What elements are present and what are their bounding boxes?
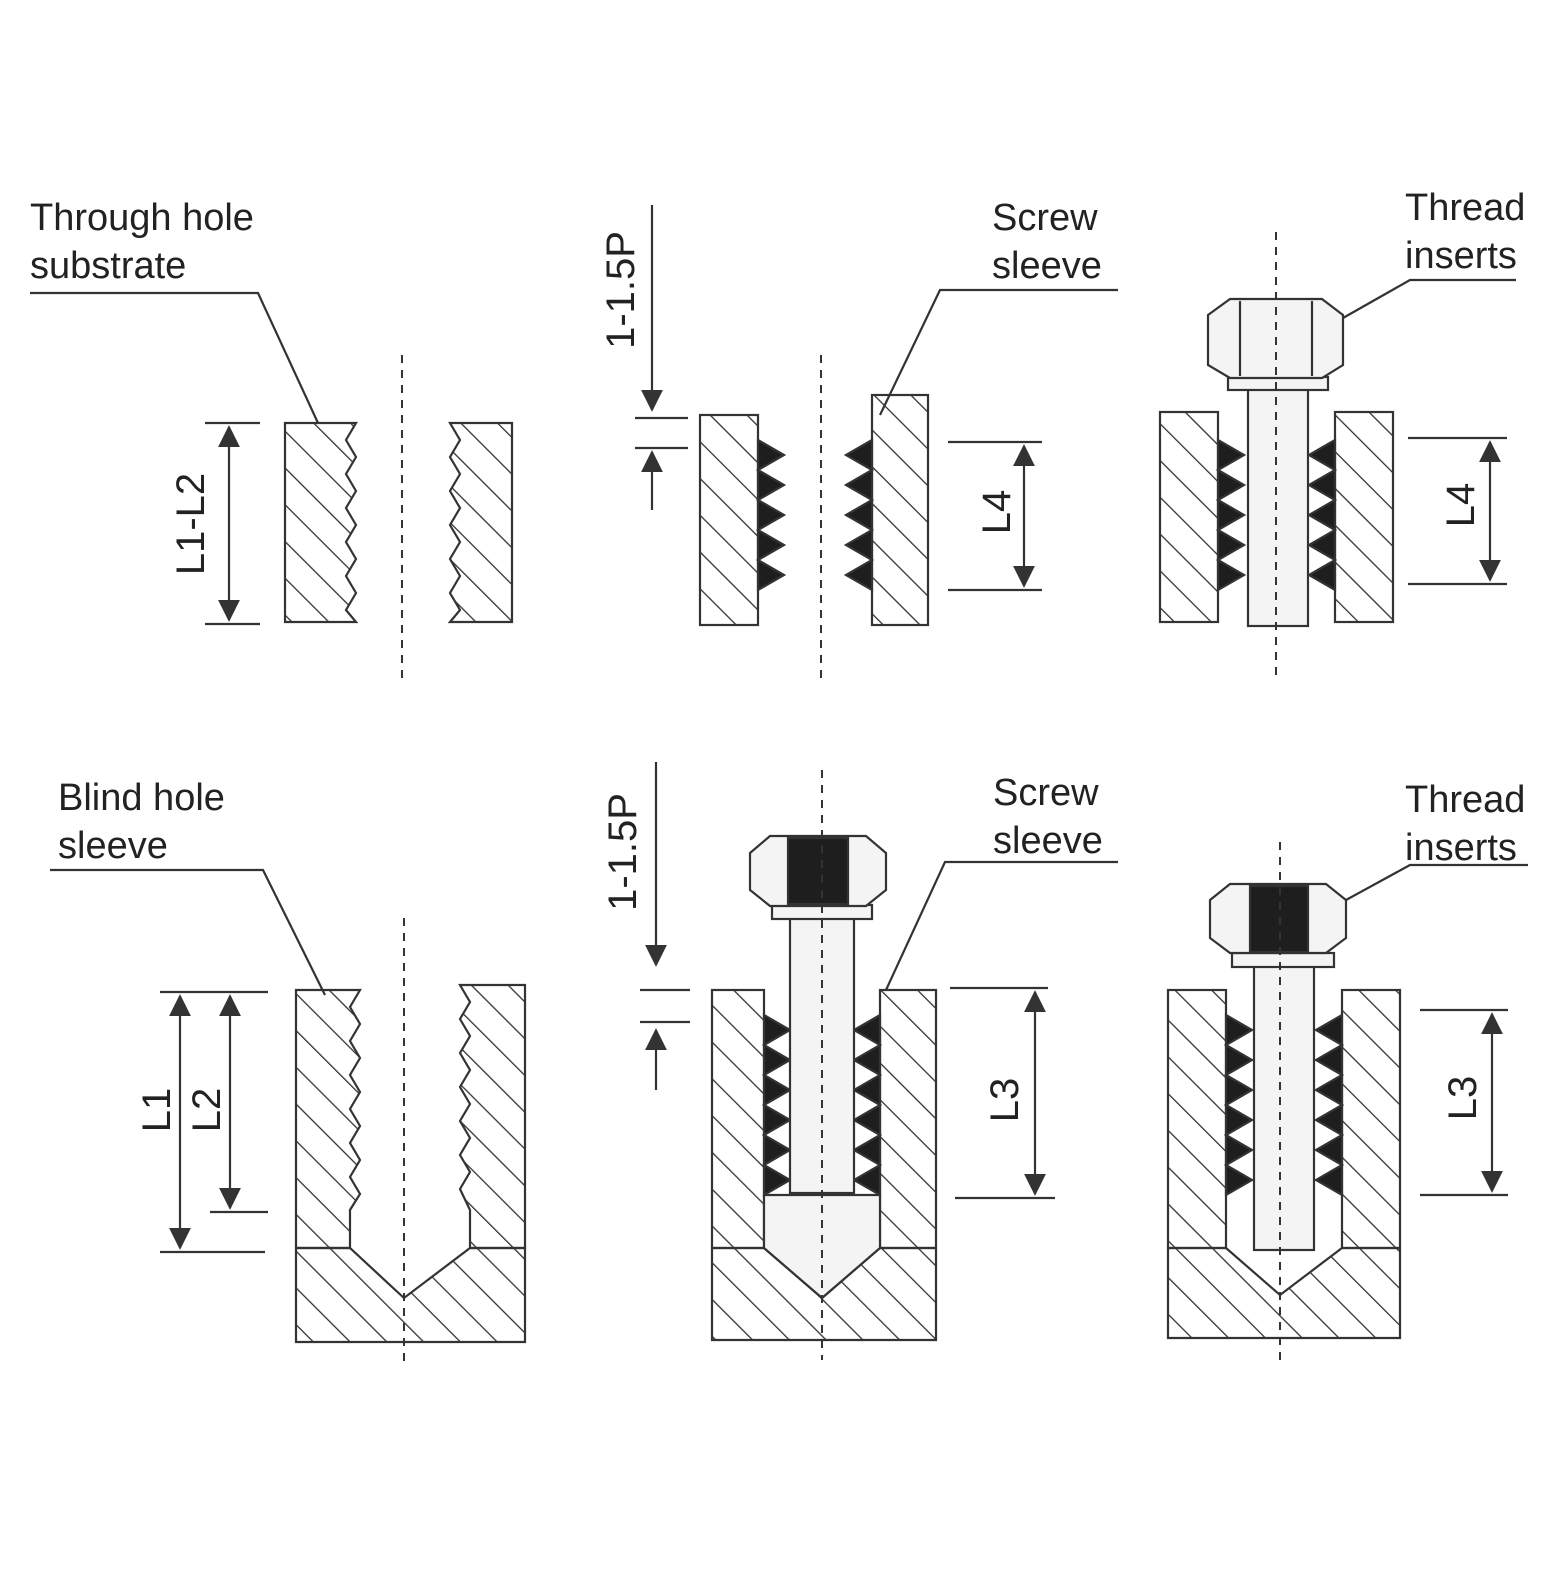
bottom-sleeve-left-wall — [710, 988, 766, 1250]
l1-l2-dimension-label: L1-L2 — [169, 473, 213, 575]
through-hole-label-line2: substrate — [30, 245, 186, 287]
blind-hole-panel — [50, 868, 527, 1362]
screw-sleeve-top-label-line2: sleeve — [992, 245, 1102, 287]
thread-inserts-top-panel — [1158, 232, 1516, 675]
bottom-insert-left-wall — [1166, 988, 1228, 1250]
top-insert-left-wall — [1158, 410, 1220, 624]
top-sleeve-left-coil — [755, 438, 787, 592]
top-sleeve-right-wall — [870, 393, 930, 627]
bottom-sleeve-drill-cone — [762, 1193, 882, 1300]
top-insert-right-coil — [1306, 438, 1338, 592]
screw-sleeve-top-leader — [879, 288, 1118, 416]
bottom-insert-right-wall — [1340, 988, 1402, 1250]
top-insert-left-coil — [1215, 438, 1247, 592]
bottom-sleeve-right-coil — [851, 1013, 883, 1197]
bottom-insert-right-coil — [1313, 1013, 1345, 1197]
blind-hole-right-wall — [458, 983, 527, 1250]
top-bolt-shank — [1246, 386, 1310, 628]
thread-inserts-bottom-label-line2: inserts — [1405, 827, 1517, 869]
bottom-insert-base — [1166, 1246, 1402, 1340]
pitch-top-dimension-label: 1-1.5P — [599, 231, 643, 349]
through-hole-right-wall — [447, 421, 514, 624]
blind-hole-bottom — [294, 1246, 527, 1344]
bottom-insert-left-coil — [1223, 1013, 1255, 1197]
thread-inserts-bottom-panel — [1166, 842, 1528, 1362]
bottom-insert-bolt-shank — [1252, 963, 1316, 1252]
thread-inserts-bottom-leader — [1345, 863, 1528, 901]
thread-inserts-top-label-line1: Thread — [1405, 187, 1525, 229]
l2-dimension-label: L2 — [185, 1088, 229, 1133]
bottom-sleeve-bolt-head-socket — [786, 836, 850, 906]
blind-hole-left-wall — [294, 988, 362, 1250]
through-hole-leader — [30, 291, 319, 424]
thread-inserts-top-label-line2: inserts — [1405, 235, 1517, 277]
bottom-sleeve-right-wall — [878, 988, 938, 1250]
blind-hole-leader — [50, 868, 326, 996]
blind-hole-label-line2: sleeve — [58, 825, 168, 867]
top-sleeve-left-wall — [698, 413, 760, 627]
screw-sleeve-top-panel — [635, 205, 1118, 680]
thread-inserts-bottom-label-line1: Thread — [1405, 779, 1525, 821]
through-hole-label-line1: Through hole — [30, 197, 254, 239]
through-hole-left-wall — [283, 421, 359, 624]
screw-sleeve-top-label-line1: Screw — [992, 197, 1098, 239]
blind-hole-label-line1: Blind hole — [58, 777, 225, 819]
l3-right-dimension-label: L3 — [1441, 1076, 1485, 1121]
l1-dimension-label: L1 — [135, 1088, 179, 1133]
top-insert-right-wall — [1333, 410, 1395, 624]
screw-sleeve-bottom-label-line2: sleeve — [993, 820, 1103, 862]
l4-middle-dimension-label: L4 — [975, 490, 1019, 535]
bottom-sleeve-left-coil — [761, 1013, 793, 1197]
pitch-bottom-dimension-label: 1-1.5P — [601, 793, 645, 911]
l4-right-dimension-label: L4 — [1439, 483, 1483, 528]
l3-middle-dimension-label: L3 — [983, 1078, 1027, 1123]
top-sleeve-right-coil — [843, 438, 875, 592]
through-hole-panel — [30, 291, 514, 680]
screw-sleeve-bottom-leader — [885, 860, 1118, 991]
bottom-insert-bolt-washer — [1230, 951, 1336, 969]
screw-sleeve-bottom-label-line1: Screw — [993, 772, 1099, 814]
thread-inserts-top-leader — [1342, 278, 1516, 319]
screw-sleeve-bottom-panel — [640, 762, 1118, 1360]
